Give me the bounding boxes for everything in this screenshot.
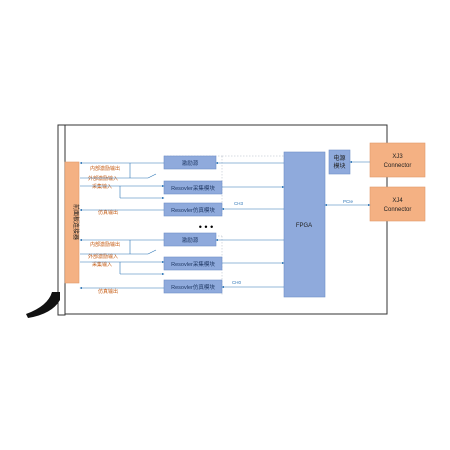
fpga-block xyxy=(283,151,326,298)
resolver-acquire-bottom-label: Resovler采集模块 xyxy=(171,260,215,268)
ejector-handle xyxy=(26,292,60,318)
resolver-sim-top-label: Resovler仿真模块 xyxy=(171,206,215,214)
xj4-connector xyxy=(369,186,426,222)
xj3-line2: Connector xyxy=(384,163,412,169)
channel-label-top: CH3 xyxy=(234,201,243,206)
xj3-line1: XJ3 xyxy=(392,154,403,160)
external-exc-in-bottom: 外部激励输入 xyxy=(88,253,118,260)
xj3-connector xyxy=(369,142,426,178)
acq-input-top: 采集输入 xyxy=(92,183,112,190)
external-exc-in-top: 外部激励输入 xyxy=(88,175,118,182)
channel-ellipsis: • • • xyxy=(199,222,213,232)
internal-exc-out-bottom: 内部激励输出 xyxy=(90,241,120,248)
excitation-source-top-label: 激励源 xyxy=(182,159,199,167)
internal-exc-out-top: 内部激励输出 xyxy=(90,165,120,172)
channel-bottom: 激励源 Resovler采集模块 Resovler仿真模块 内部激励输出 外部激… xyxy=(79,232,285,295)
resolver-acquire-top-label: Resovler采集模块 xyxy=(171,184,215,192)
resolver-acquire-bottom xyxy=(163,256,223,271)
pcie-label: PCIe xyxy=(343,199,354,204)
xj4-line2: Connector xyxy=(384,207,412,213)
excitation-source-bottom-label: 激励源 xyxy=(182,236,199,244)
sim-output-top: 仿真输出 xyxy=(98,209,118,216)
front-panel-connector xyxy=(64,161,80,284)
sim-output-bottom: 仿真输出 xyxy=(98,288,118,295)
xj4-line1: XJ4 xyxy=(392,198,403,204)
power-module-line2: 模块 xyxy=(333,162,345,170)
front-panel-bar xyxy=(57,124,66,316)
acq-input-bottom: 采集输入 xyxy=(92,261,112,268)
front-panel-connector-label: 前面板连接器 xyxy=(72,204,80,240)
power-module-line1: 电源 xyxy=(333,154,345,162)
resolver-acquire-top xyxy=(163,180,223,195)
channel-top: 激励源 Resovler采集模块 Resovler仿真模块 内部激励输出 外部激… xyxy=(79,155,285,217)
power-module xyxy=(328,149,351,175)
resolver-sim-bottom-label: Resovler仿真模块 xyxy=(171,283,215,291)
channel-label-bottom: CH0 xyxy=(232,280,241,285)
fpga-label: FPGA xyxy=(296,223,312,229)
